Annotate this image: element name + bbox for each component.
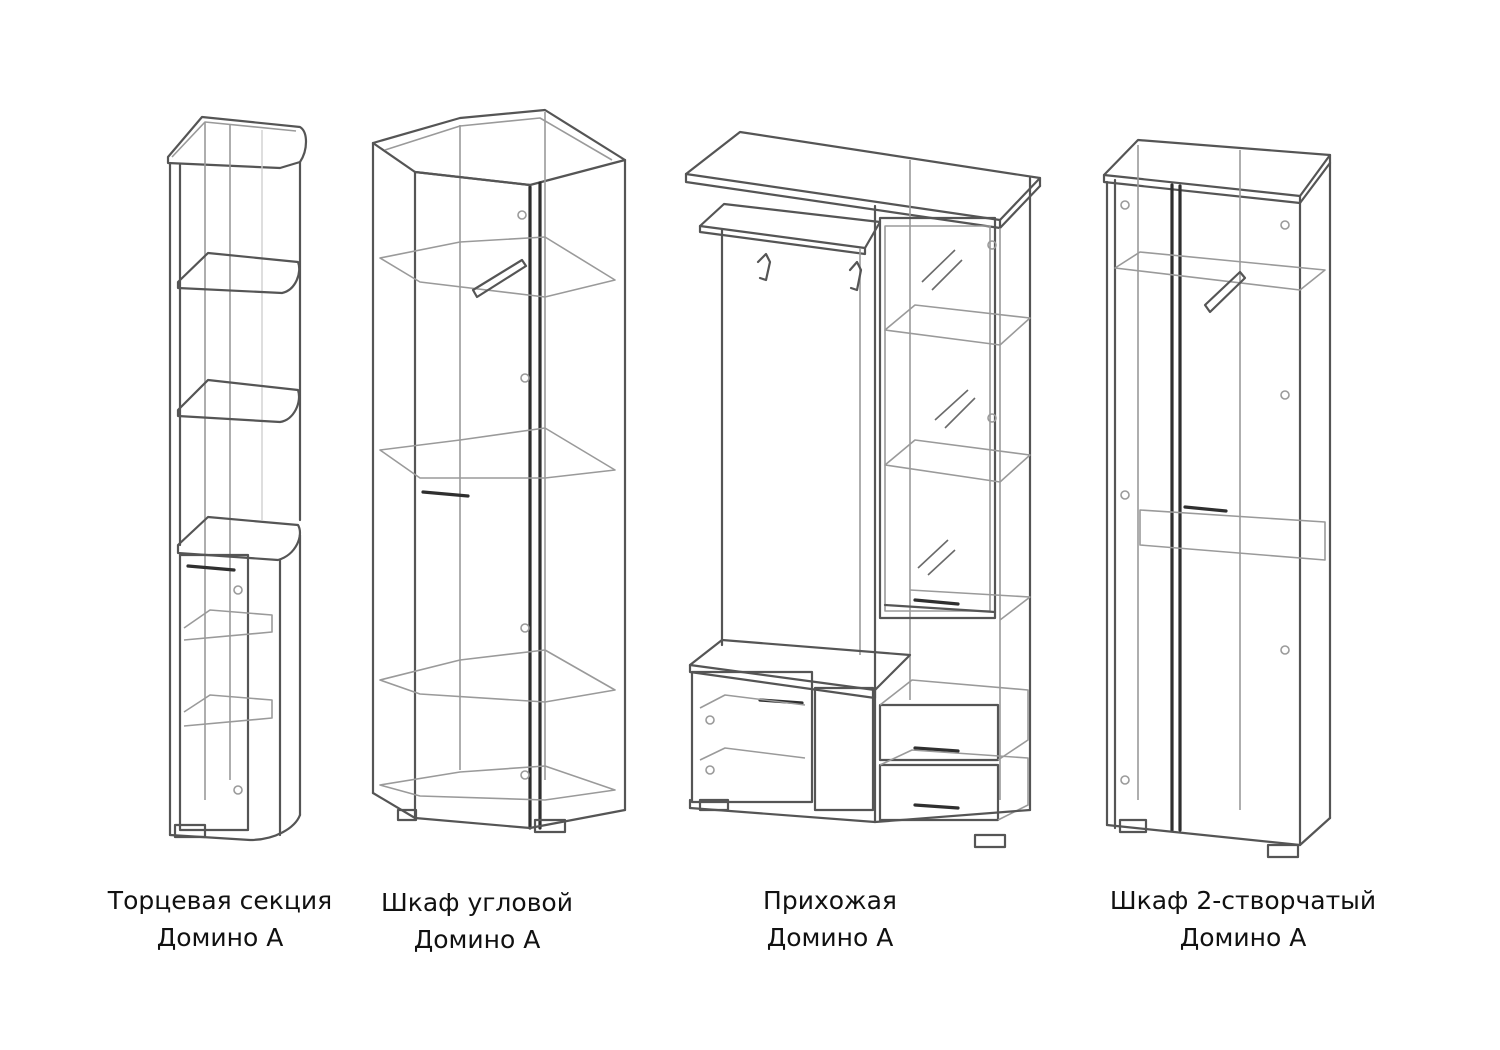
caption-two-door-wardrobe: Шкаф 2-створчатый Домино А xyxy=(1063,882,1423,956)
item-name: Прихожая xyxy=(763,886,897,915)
item-name: Шкаф 2-створчатый xyxy=(1109,886,1377,915)
hallway-drawing xyxy=(684,130,1042,849)
item-series: Домино А xyxy=(1179,923,1307,952)
item-series: Домино А xyxy=(413,925,541,954)
item-name: Торцевая секция xyxy=(107,886,333,915)
item-series: Домино А xyxy=(766,923,894,952)
end-section-drawing xyxy=(166,115,308,842)
caption-hallway: Прихожая Домино А xyxy=(650,882,1010,956)
caption-end-section: Торцевая секция Домино А xyxy=(40,882,400,956)
corner-wardrobe-drawing xyxy=(371,108,627,834)
two-door-wardrobe-drawing xyxy=(1102,138,1332,859)
item-series: Домино А xyxy=(156,923,284,952)
caption-corner-wardrobe: Шкаф угловой Домино А xyxy=(297,884,657,958)
item-name: Шкаф угловой xyxy=(381,888,573,917)
